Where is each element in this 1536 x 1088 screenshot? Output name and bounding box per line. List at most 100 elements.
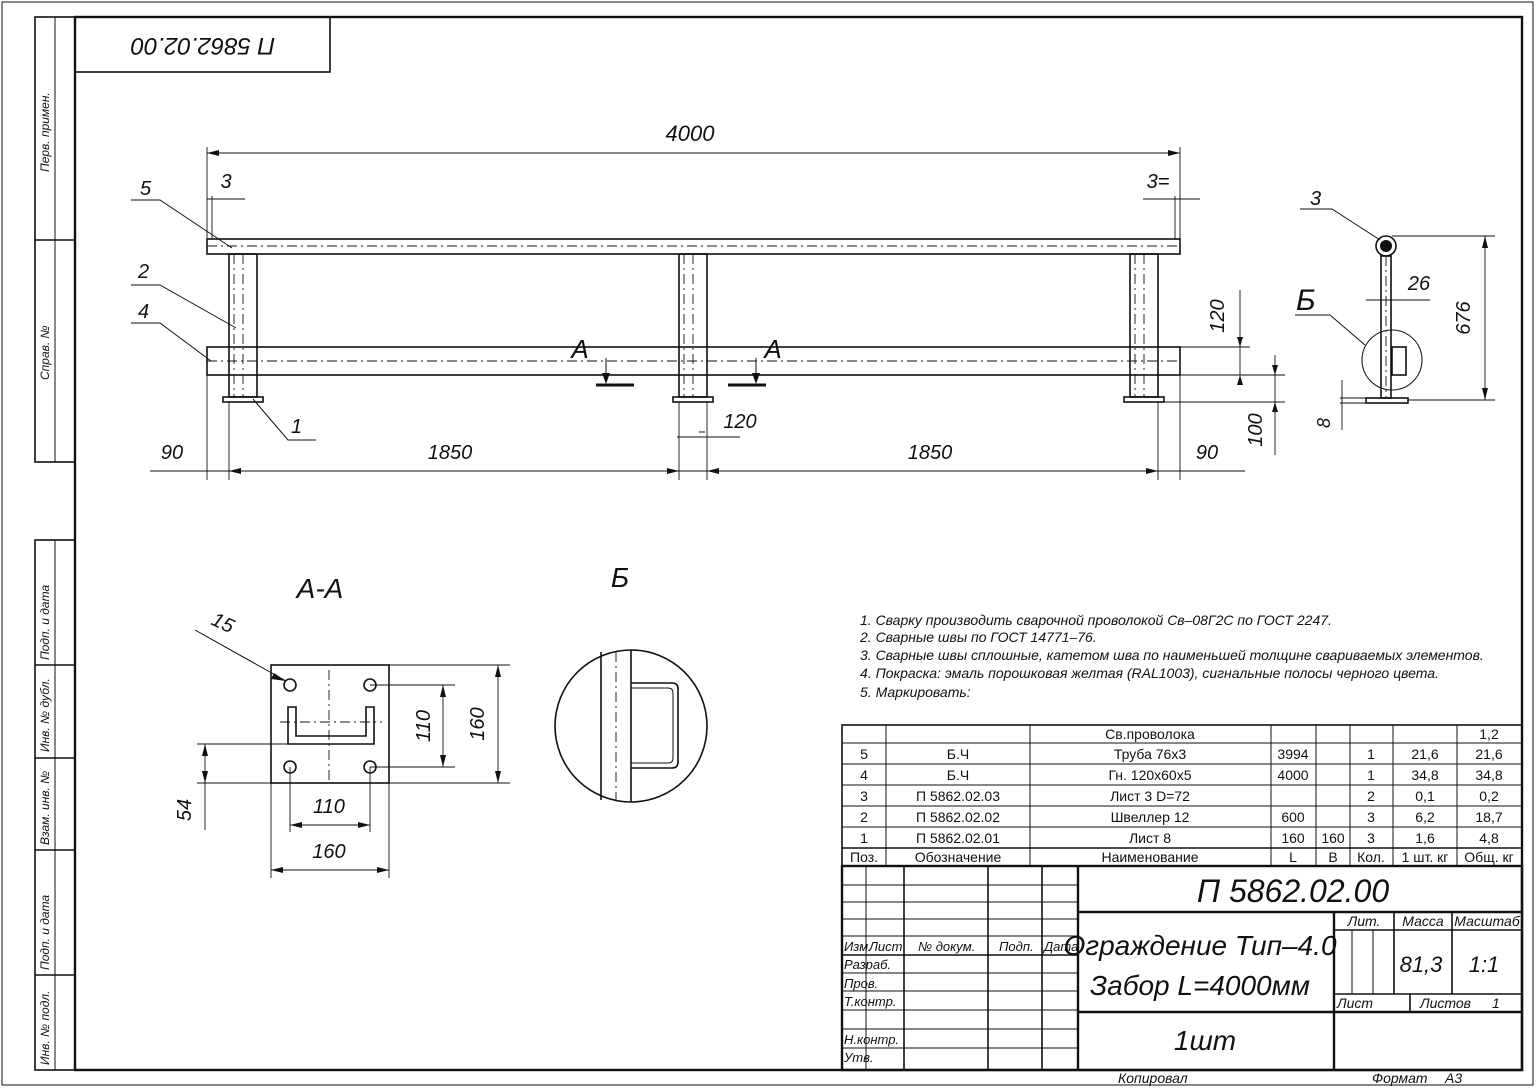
note-4: 4. Покраска: эмаль порошковая желтая (RA… xyxy=(860,665,1439,681)
dim-end-right: 3= xyxy=(1147,171,1170,193)
spec-header-cell: Обозначение xyxy=(915,849,1002,865)
side-view: 3 Б 676 26 8 xyxy=(1295,188,1495,430)
tb-scale-label: Масштаб xyxy=(1454,913,1521,929)
tb-sheets: 1 xyxy=(1492,995,1500,1011)
strip-label-4: Инв. № дубл. xyxy=(38,678,52,752)
rotated-stamp: П 5862.02.00 xyxy=(74,16,331,73)
spec-cell: 3994 xyxy=(1277,746,1308,762)
base-plate xyxy=(270,664,390,784)
dim-span-left: 1850 xyxy=(428,442,473,464)
strip-label-3: Подп. и дата xyxy=(38,585,52,660)
spec-cell: Лист 8 xyxy=(1129,830,1171,846)
tb-sheet-label: Лист xyxy=(1336,995,1373,1011)
dim-end-left: 3 xyxy=(220,171,231,193)
spec-cell: П 5862.02.01 xyxy=(916,830,1000,846)
side-leader-3: 3 xyxy=(1310,188,1321,210)
tb-scale: 1:1 xyxy=(1469,952,1500,977)
spec-cell: 4000 xyxy=(1277,767,1308,783)
spec-cell: 0,1 xyxy=(1415,788,1435,804)
spec-header-cell: 1 шт. кг xyxy=(1402,849,1449,865)
spec-header-cell: Кол. xyxy=(1357,849,1385,865)
spec-cell: 21,6 xyxy=(1411,746,1438,762)
tb-role-razrab: Разраб. xyxy=(844,957,891,972)
top-tube xyxy=(206,238,1181,255)
note-5: 5. Маркировать: xyxy=(860,684,971,700)
tb-role-utv: Утв. xyxy=(843,1050,874,1065)
tb-name-line1: Ограждение Тип–4.0 xyxy=(1063,930,1336,961)
spec-header-cell: Поз. xyxy=(850,849,878,865)
spec-cell: 1,6 xyxy=(1415,830,1435,846)
post-left xyxy=(222,253,264,403)
strip-label-7: Инв. № подл. xyxy=(38,991,52,1065)
strip-label-2: Справ. № xyxy=(38,325,52,380)
tb-col-sign: Подп. xyxy=(999,939,1034,954)
post-right xyxy=(1123,253,1165,403)
aa-dim-inner-v: 110 xyxy=(413,710,435,742)
dim-span-right: 1850 xyxy=(908,442,953,464)
left-strip-labels: Перв. примен. Справ. № Подп. и дата Инв.… xyxy=(38,92,52,1065)
tb-role-tkontr: Т.контр. xyxy=(844,994,896,1009)
spec-cell: 21,6 xyxy=(1475,746,1502,762)
spec-cell: 160 xyxy=(1321,830,1345,846)
spec-cell: 18,7 xyxy=(1475,809,1502,825)
weld-symbol: 15 xyxy=(208,609,238,639)
tb-sheets-label: Листов xyxy=(1419,995,1471,1011)
spec-cell: 1 xyxy=(1367,746,1375,762)
leader-4: 4 xyxy=(138,301,149,323)
side-dim-height: 676 xyxy=(1453,300,1475,334)
spec-cell: П 5862.02.03 xyxy=(916,788,1000,804)
spec-cell: Св.проволока xyxy=(1105,726,1195,742)
spec-cell: 2 xyxy=(860,809,868,825)
spec-table: Св.проволока 1,2 5 Б.Ч Труба 76х3 3994 1… xyxy=(841,724,1523,867)
spec-cell: Гн. 120х60х5 xyxy=(1108,767,1191,783)
spec-cell: Б.Ч xyxy=(947,746,969,762)
aa-dim-outer-h: 160 xyxy=(312,841,345,863)
tb-format: А3 xyxy=(1444,1070,1462,1086)
spec-cell: Лист 3 D=72 xyxy=(1110,788,1190,804)
spec-cell: 4,8 xyxy=(1479,830,1499,846)
tb-role-prov: Пров. xyxy=(844,976,878,991)
tb-col-doc: № докум. xyxy=(918,939,975,954)
spec-header-cell: L xyxy=(1289,849,1297,865)
leader-5: 5 xyxy=(140,178,152,200)
post-center xyxy=(672,253,714,403)
spec-cell: 3 xyxy=(1367,830,1375,846)
detail-mark-b: Б xyxy=(1296,284,1316,317)
spec-cell: 3 xyxy=(860,788,868,804)
tb-copied: Копировал xyxy=(1118,1070,1188,1086)
section-mark-right: А xyxy=(762,334,781,364)
note-2: 2. Сварные швы по ГОСТ 14771–76. xyxy=(859,629,1097,645)
spec-cell: Швеллер 12 xyxy=(1111,809,1190,825)
tb-col-list: Лист xyxy=(868,939,903,954)
note-1: 1. Сварку производить сварочной проволок… xyxy=(860,612,1332,628)
dim-side-right: 90 xyxy=(1196,442,1218,464)
strip-label-1: Перв. примен. xyxy=(38,92,52,172)
spec-header-cell: B xyxy=(1328,849,1337,865)
spec-cell: 34,8 xyxy=(1411,767,1438,783)
tb-col-izm: Изм. xyxy=(844,939,872,954)
spec-cell: 5 xyxy=(860,746,868,762)
spec-cell: 160 xyxy=(1281,830,1305,846)
title-block: Изм. Лист № докум. Подп. Дата Разраб. Пр… xyxy=(840,864,1524,1086)
spec-header-cell: Общ. кг xyxy=(1464,849,1513,865)
side-dim-plate: 8 xyxy=(1314,418,1334,428)
tb-quantity: 1шт xyxy=(1174,1025,1236,1056)
aa-dim-inner-h: 110 xyxy=(313,796,345,818)
spec-cell: 4 xyxy=(860,767,868,783)
channel-profile xyxy=(287,706,375,745)
section-mark-left: А xyxy=(569,334,588,364)
detail-b-title: Б xyxy=(611,562,629,593)
aa-dim-outer-v: 160 xyxy=(467,707,489,740)
section-aa: А-А 15 110 160 54 11 xyxy=(174,573,510,878)
note-3: 3. Сварные швы сплошные, катетом шва по … xyxy=(860,647,1484,663)
main-front-view: 4000 3 3= 5 2 4 1 А А xyxy=(131,121,1285,480)
spec-cell: 3 xyxy=(1367,809,1375,825)
technical-notes: 1. Сварку производить сварочной проволок… xyxy=(859,612,1484,700)
side-dim-gap: 26 xyxy=(1407,273,1431,295)
dim-base-height: 100 xyxy=(1245,413,1267,446)
detail-b: Б xyxy=(554,562,708,803)
spec-cell: 6,2 xyxy=(1415,809,1435,825)
